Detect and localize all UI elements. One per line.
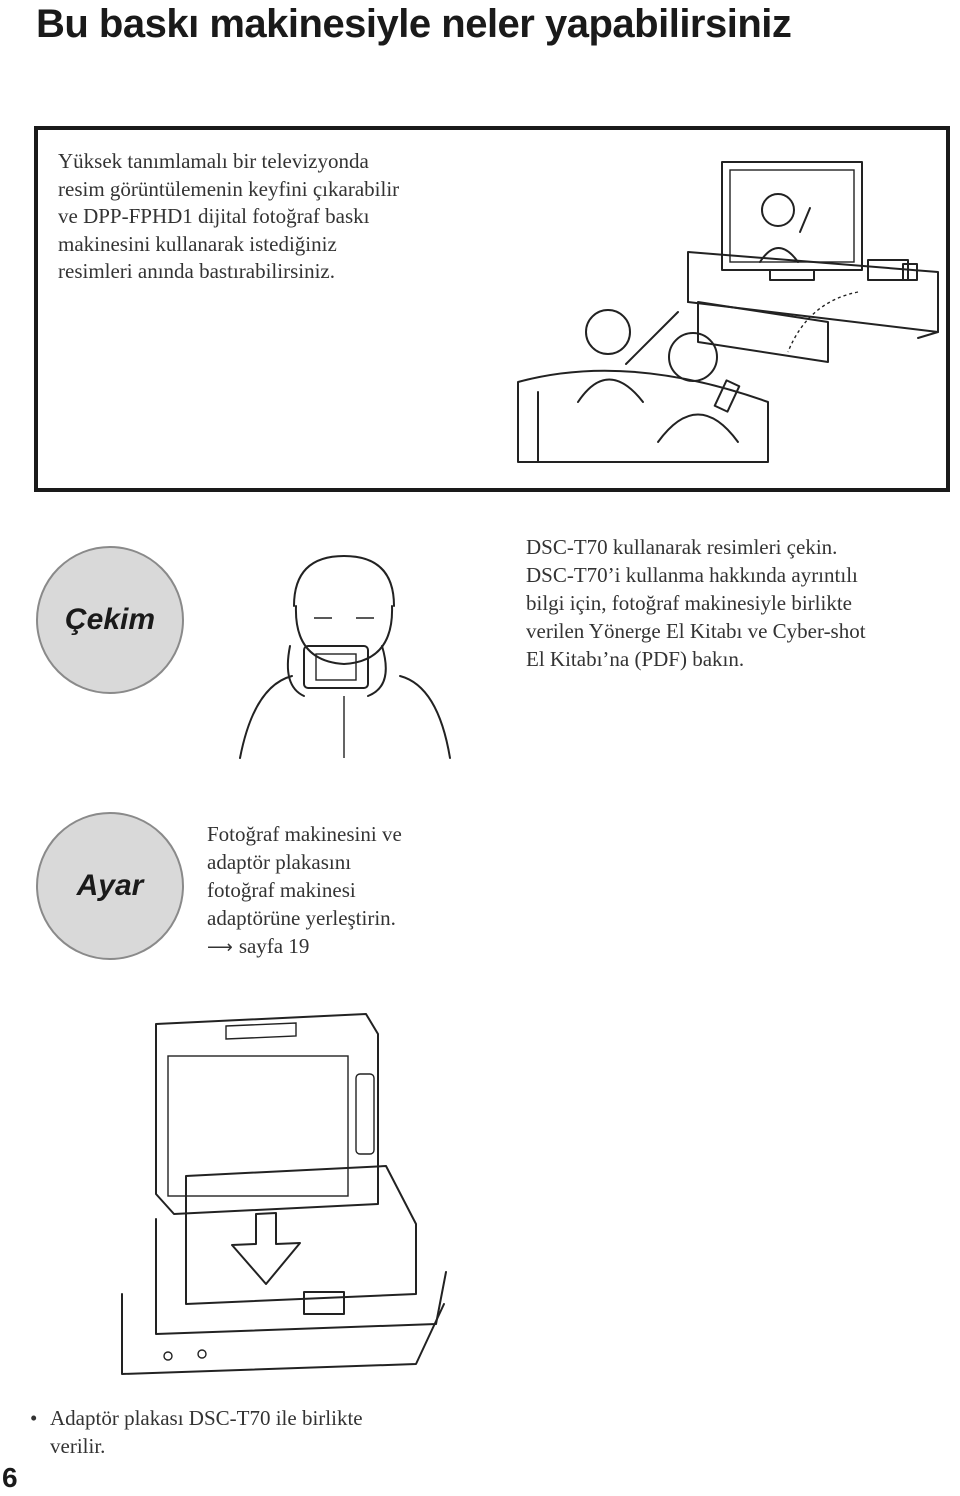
intro-line: ve DPP-FPHD1 dijital fotoğraf baskı <box>58 204 370 228</box>
cekim-description: DSC-T70 kullanarak resimleri çekin. DSC-… <box>526 533 956 673</box>
step-ayar-label: Ayar <box>76 869 144 902</box>
footnote: • Adaptör plakası DSC-T70 ile birlikte v… <box>30 1404 470 1460</box>
ayar-line: adaptör plakasını <box>207 850 352 874</box>
ayar-line: Fotoğraf makinesini ve <box>207 822 402 846</box>
step-ayar-badge: Ayar <box>36 812 184 960</box>
intro-line: makinesini kullanarak istediğiniz <box>58 231 337 256</box>
step-cekim-label: Çekim <box>64 603 156 636</box>
intro-box: Yüksek tanımlamalı bir televizyonda resi… <box>34 126 950 492</box>
cekim-line: verilen Yönerge El Kitabı ve Cyber-shot <box>526 619 866 643</box>
step-cekim-badge: Çekim <box>36 546 184 694</box>
cekim-line: El Kitabı’na (PDF) bakın. <box>526 647 745 671</box>
intro-text: Yüksek tanımlamalı bir televizyonda resi… <box>58 148 478 286</box>
ayar-line: adaptörüne yerleştirin. <box>207 906 396 930</box>
ayar-line: fotoğraf makinesi <box>207 878 356 902</box>
ayar-description: Fotoğraf makinesini ve adaptör plakasını… <box>207 820 507 962</box>
camera-dock-icon <box>121 1013 447 1375</box>
intro-line: resim görüntülemenin keyfini çıkarabilir <box>58 176 400 201</box>
cekim-line: bilgi için, fotoğraf makinesiyle birlikt… <box>526 591 853 615</box>
cekim-line: DSC-T70 kullanarak resimleri çekin. <box>526 535 838 559</box>
arrow-right-icon: ⟶ <box>207 937 233 958</box>
footnote-line: verilir. <box>50 1434 106 1458</box>
cekim-line: DSC-T70’i kullanma hakkında ayrıntılı <box>526 563 858 587</box>
bullet-icon: • <box>30 1406 38 1430</box>
camera-user-icon <box>239 555 451 759</box>
page-ref-text: sayfa 19 <box>238 934 310 958</box>
footnote-line: Adaptör plakası DSC-T70 ile birlikte <box>50 1406 363 1430</box>
tv-scene-icon <box>517 161 939 463</box>
intro-line: Yüksek tanımlamalı bir televizyonda <box>58 149 369 173</box>
page-title: Bu baskı makinesiyle neler yapabilirsini… <box>36 2 792 46</box>
page-number: 6 <box>2 1462 18 1493</box>
ayar-page-ref[interactable]: ⟶sayfa 19 <box>207 932 507 962</box>
intro-line: resimleri anında bastırabilirsiniz. <box>58 259 335 283</box>
